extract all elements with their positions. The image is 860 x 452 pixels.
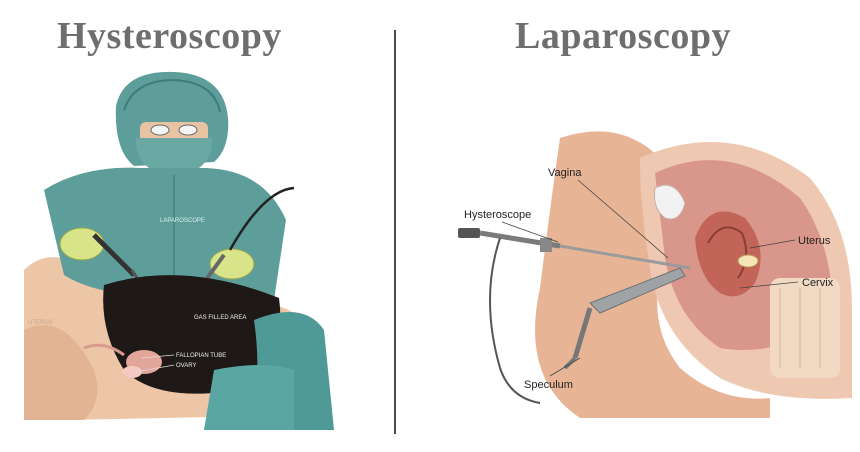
label-gas-filled-area: GAS FILLED AREA	[194, 315, 246, 321]
label-vagina: Vagina	[548, 167, 582, 179]
gown-label: LAPAROSCOPE	[160, 218, 205, 224]
label-uterus-right: Uterus	[798, 235, 831, 247]
label-cervix: Cervix	[802, 277, 834, 289]
label-speculum: Speculum	[524, 379, 573, 391]
label-hysteroscope: Hysteroscope	[464, 209, 531, 221]
vertical-divider	[394, 30, 396, 434]
surgeon-illustration: LAPAROSCOPE UTERUS GAS FILLED AREA FALLO…	[24, 70, 344, 440]
anatomy-illustration: Vagina Hysteroscope Uterus Cervix Specul…	[440, 118, 852, 419]
title-hysteroscopy: Hysteroscopy	[57, 15, 282, 57]
label-ovary: OVARY	[176, 363, 196, 369]
label-fallopian-tube: FALLOPIAN TUBE	[176, 353, 226, 359]
title-laparoscopy: Laparoscopy	[515, 15, 731, 57]
label-uterus-left: UTERUS	[28, 320, 53, 326]
